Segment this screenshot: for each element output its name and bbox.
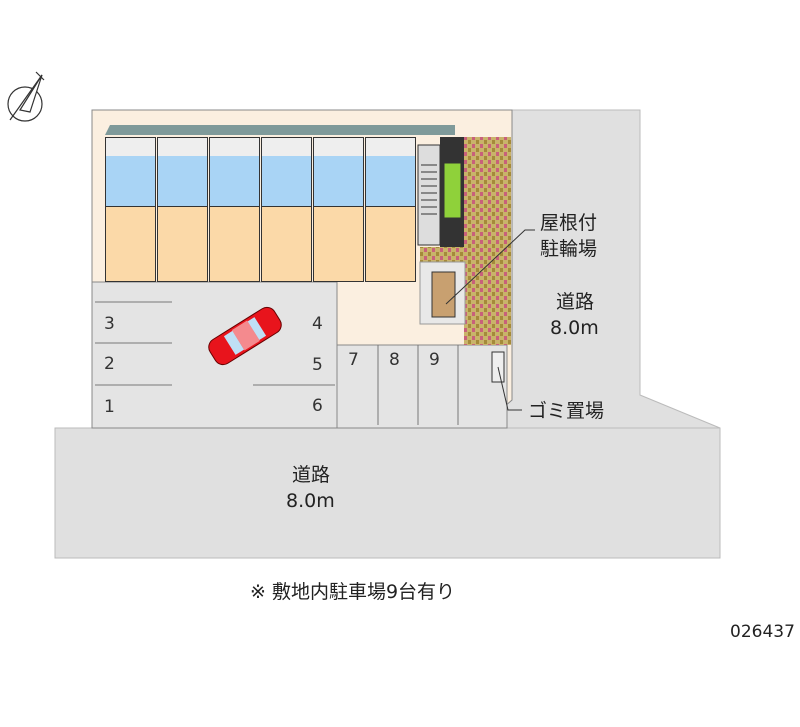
parking-space-7: 7	[348, 350, 359, 370]
road-bottom	[54, 427, 721, 559]
apartment-unit	[261, 137, 312, 282]
road-bottom-width: 8.0m	[286, 490, 335, 512]
bike-parking	[464, 137, 511, 345]
road-right-label: 道路	[556, 291, 595, 313]
bike-parking-label-line1: 屋根付	[540, 212, 598, 234]
apartment-unit	[365, 137, 416, 282]
garbage-label: ゴミ置場	[528, 400, 605, 422]
building-roof	[105, 125, 455, 135]
parking-space-5: 5	[312, 355, 323, 375]
parking-note: ※ 敷地内駐車場9台有り	[250, 581, 456, 603]
bike-parking-label-line2: 駐輪場	[540, 238, 598, 260]
parking-space-4: 4	[312, 314, 323, 334]
parking-space-1: 1	[104, 397, 115, 417]
parking-space-6: 6	[312, 396, 323, 416]
parking-space-9: 9	[429, 350, 440, 370]
planter	[443, 162, 462, 219]
car-icon	[208, 306, 282, 366]
parking-space-2: 2	[104, 354, 115, 374]
apartment-unit	[157, 137, 208, 282]
road-bottom-label: 道路	[292, 464, 331, 486]
parking-space-8: 8	[389, 350, 400, 370]
apartment-unit	[105, 137, 156, 282]
road-right-width: 8.0m	[550, 317, 599, 339]
parking-lot-east	[336, 344, 508, 429]
road-right	[478, 109, 721, 429]
apartment-unit	[209, 137, 260, 282]
stairs	[417, 144, 441, 246]
property-code: 026437	[730, 622, 795, 642]
parking-space-3: 3	[104, 314, 115, 334]
apartment-unit	[313, 137, 364, 282]
north-arrow-icon	[7, 71, 45, 122]
